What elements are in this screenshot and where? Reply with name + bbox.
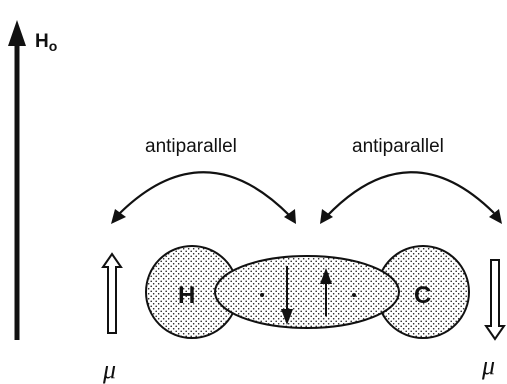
moment-down-arrow-right [486,260,504,339]
antiparallel-label-left: antiparallel [145,136,237,157]
mu-label-right: μ [481,351,495,380]
electron-dot-right [352,293,356,297]
antiparallel-label-right: antiparallel [352,136,444,157]
mu-label-left: μ [102,355,116,384]
bonding-orbital [215,256,399,328]
electron-dot-left [260,293,264,297]
coupling-arc-left [111,172,296,224]
moment-up-arrow-left [103,254,121,333]
carbon-label: C [414,282,431,309]
coupling-arc-right [320,172,502,224]
hydrogen-label: H [178,282,195,309]
field-label: Ho [35,31,57,54]
field-arrow [8,20,26,340]
